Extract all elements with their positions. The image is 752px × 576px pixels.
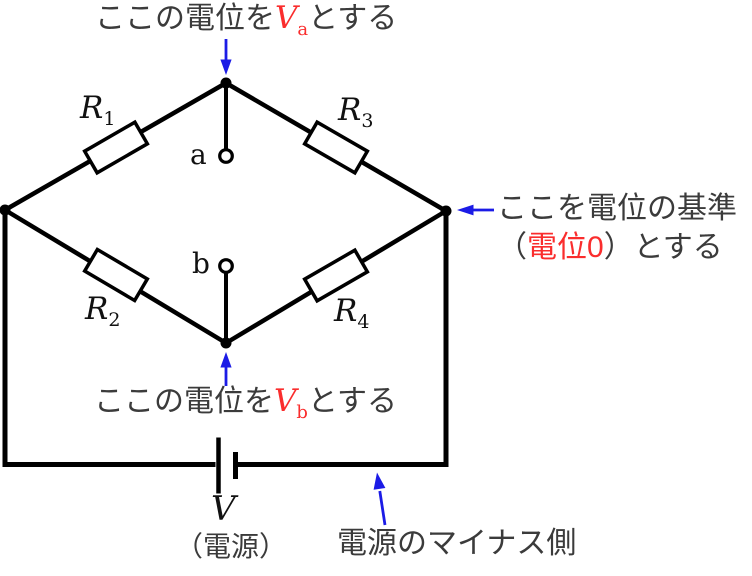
- annotation-reference-zero: 電位0: [527, 231, 604, 264]
- resistor-body-r4: [302, 247, 370, 304]
- node-dot-right: [440, 205, 452, 217]
- resistor-body-r2: [82, 247, 150, 303]
- wire-outer-left: [2, 210, 216, 467]
- resistor-r3-subscript: 3: [361, 110, 374, 132]
- resistor-r1-symbol: R: [80, 90, 104, 126]
- annotation-potential-a: ここの電位をVaとする: [95, 0, 397, 48]
- node-dot-left: [0, 204, 11, 216]
- annotation-potential-a-suffix: とする: [308, 2, 398, 35]
- potential-b-symbol: V: [274, 383, 297, 419]
- pointer-arrows: [220, 39, 494, 526]
- resistor-r4-symbol: R: [334, 293, 358, 329]
- node-dot-bottom: [220, 337, 232, 349]
- annotation-potential-b-suffix: とする: [307, 385, 398, 418]
- annotation-minus-side: 電源のマイナス側: [337, 527, 577, 560]
- annotation-potential-a-prefix: ここの電位を: [95, 2, 275, 35]
- wire-outer-right: [237, 211, 449, 467]
- annotation-reference: ここを電位の基準 （電位0）とする: [497, 189, 737, 267]
- arrow-minus-side-head: [373, 472, 386, 490]
- annotation-reference-line2: （電位0）とする: [497, 228, 737, 267]
- resistor-body-r3: [302, 119, 370, 176]
- potential-a-subscript: a: [297, 19, 309, 40]
- arrow-minus-side: [378, 490, 387, 526]
- potential-b-subscript: b: [296, 402, 308, 423]
- resistor-r2-subscript: 2: [108, 309, 121, 331]
- arrow-node-a-potential-head: [220, 59, 232, 75]
- annotation-reference-open-paren: （: [497, 231, 527, 264]
- terminal-b-circle: [218, 258, 234, 274]
- annotation-potential-b-prefix: ここの電位を: [94, 385, 274, 418]
- resistor-label-r4: R4: [334, 296, 369, 338]
- battery-caption: （電源）: [175, 531, 288, 562]
- node-dot-top: [220, 77, 232, 89]
- terminal-a-label: a: [190, 138, 207, 171]
- annotation-potential-b: ここの電位をVbとする: [94, 383, 397, 431]
- arrow-reference-node-head: [457, 204, 474, 216]
- terminal-b-label: b: [192, 247, 210, 280]
- resistor-r1-subscript: 1: [103, 108, 116, 130]
- resistor-label-r1: R1: [80, 93, 115, 135]
- resistor-label-r2: R2: [85, 294, 120, 336]
- resistor-r3-symbol: R: [338, 92, 362, 128]
- terminal-a-circle: [218, 148, 234, 164]
- resistor-r4-subscript: 4: [357, 311, 370, 333]
- arrow-node-b-potential-head: [220, 352, 232, 368]
- resistor-label-r3: R3: [338, 95, 373, 137]
- resistor-r2-symbol: R: [85, 291, 109, 327]
- annotation-reference-close: ）とする: [603, 231, 723, 264]
- potential-a-symbol: V: [275, 0, 298, 36]
- annotation-reference-line1: ここを電位の基準: [497, 192, 737, 225]
- resistor-body-r1: [82, 119, 150, 176]
- battery-symbol-label: V: [211, 489, 236, 529]
